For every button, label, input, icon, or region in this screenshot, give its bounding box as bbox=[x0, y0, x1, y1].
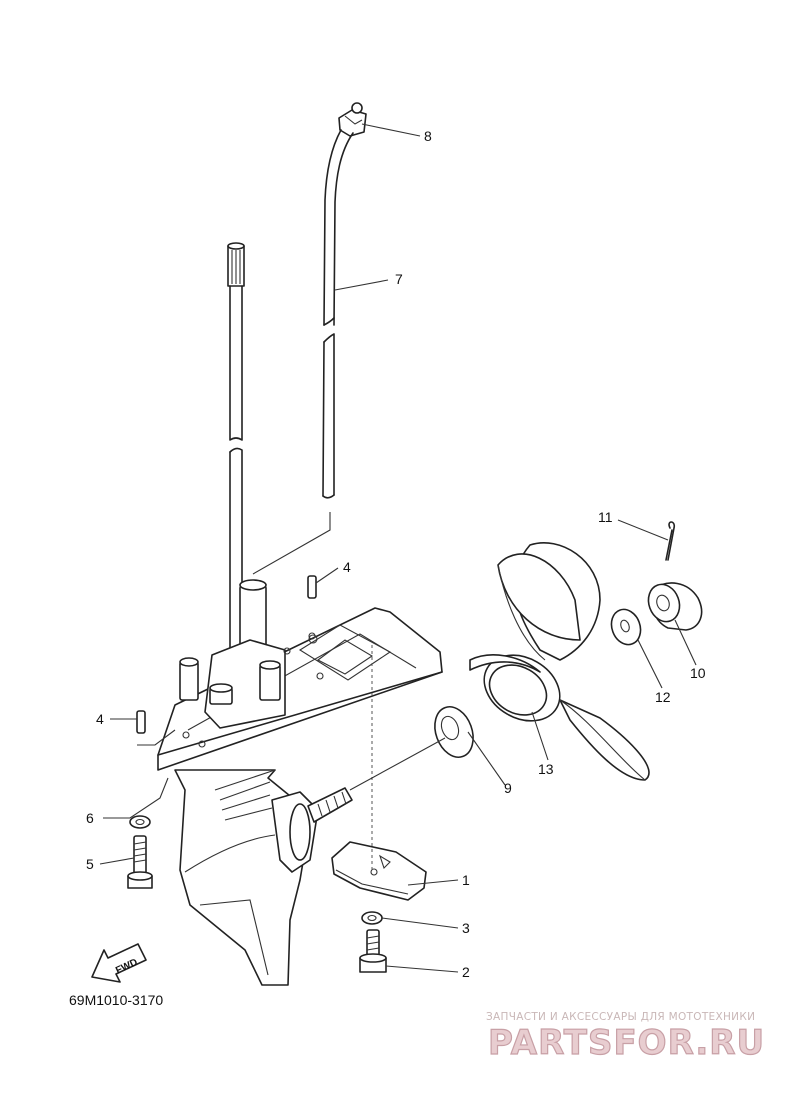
callout-8: 8 bbox=[424, 128, 432, 144]
part-5-bolt bbox=[127, 835, 153, 889]
callout-13: 13 bbox=[538, 761, 554, 777]
part-13-propeller bbox=[469, 542, 650, 781]
part-6-washer bbox=[129, 815, 151, 829]
part-10-propeller-nut bbox=[647, 582, 703, 631]
callout-4-upper: 4 bbox=[343, 559, 351, 575]
callout-5: 5 bbox=[86, 856, 94, 872]
part-4-dowel-pin-upper bbox=[307, 575, 317, 599]
callout-3: 3 bbox=[462, 920, 470, 936]
callout-2: 2 bbox=[462, 964, 470, 980]
part-12-washer bbox=[610, 608, 642, 646]
fwd-arrow-icon: FWD bbox=[91, 943, 147, 983]
watermark-logo: ЗАПЧАСТИ И АКСЕССУАРЫ ДЛЯ МОТОТЕХНИКИ PA… bbox=[486, 1011, 765, 1064]
part-11-cotter-pin bbox=[665, 521, 676, 561]
part-1-anode bbox=[331, 841, 427, 901]
callout-7: 7 bbox=[395, 271, 403, 287]
callout-6: 6 bbox=[86, 810, 94, 826]
callout-10: 10 bbox=[690, 665, 706, 681]
lower-casing bbox=[157, 579, 443, 986]
part-7-hose bbox=[322, 129, 354, 499]
callout-1: 1 bbox=[462, 872, 470, 888]
watermark-brand: PARTSFOR.RU bbox=[488, 1023, 765, 1063]
part-9-thrust-washer bbox=[434, 706, 474, 758]
leader-lines bbox=[99, 123, 697, 973]
callout-11: 11 bbox=[598, 509, 613, 525]
callout-4-left: 4 bbox=[96, 711, 104, 727]
diagram-code: 69M1010-3170 bbox=[69, 992, 163, 1008]
part-2-bolt bbox=[359, 929, 387, 973]
part-3-washer bbox=[361, 911, 383, 925]
callout-9: 9 bbox=[504, 780, 512, 796]
callout-12: 12 bbox=[655, 689, 671, 705]
watermark-tagline: ЗАПЧАСТИ И АКСЕССУАРЫ ДЛЯ МОТОТЕХНИКИ bbox=[486, 1011, 755, 1023]
part-4-dowel-pin-left bbox=[136, 710, 146, 734]
part-8-fitting bbox=[338, 102, 367, 137]
drive-shaft bbox=[227, 242, 245, 651]
callout-numbers: 1 2 3 4 4 5 6 7 8 9 10 11 12 13 bbox=[86, 128, 706, 980]
